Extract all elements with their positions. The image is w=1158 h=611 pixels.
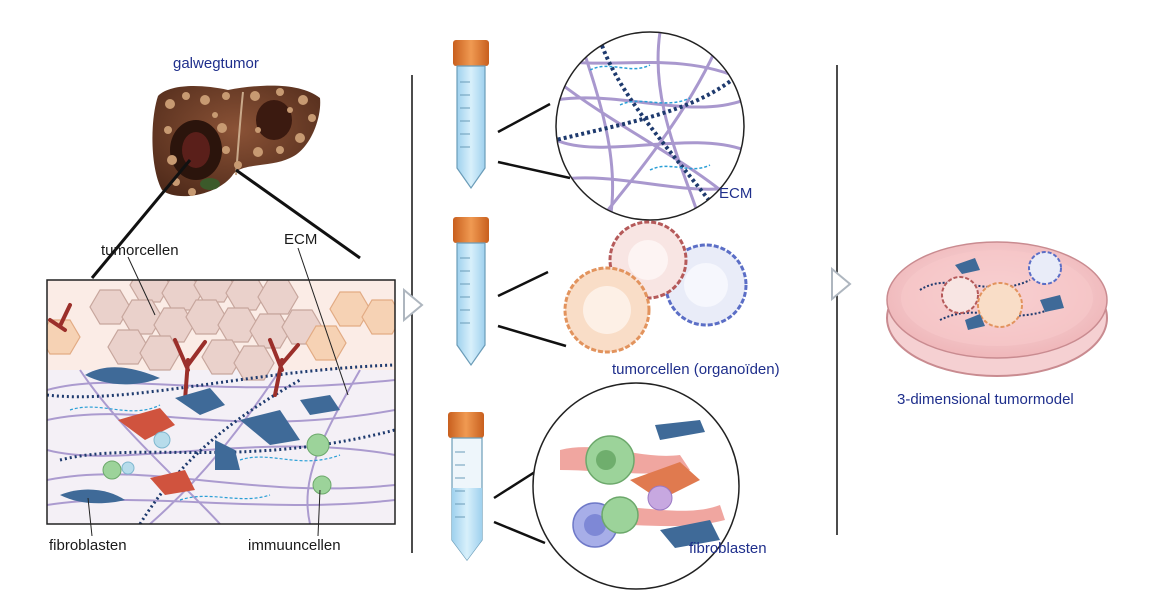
arrow-left-icon <box>404 290 422 320</box>
ecm-label-left: ECM <box>284 232 317 247</box>
petri-dish <box>887 242 1107 376</box>
fibroblasts-label-mid: fibroblasten <box>689 541 767 556</box>
arrow-right-icon <box>832 269 850 299</box>
organoid-orange <box>565 268 649 352</box>
ecm-zoom-circle <box>556 32 744 220</box>
tube-fibroblasts <box>448 412 484 560</box>
ecm-label-mid: ECM <box>719 186 752 201</box>
fibroblasts-label-left: fibroblasten <box>49 538 127 553</box>
tube-organoids <box>453 217 489 365</box>
tissue-section <box>40 268 402 524</box>
fibroblast-zoom-circle <box>533 383 739 589</box>
organoids-label: tumorcellen (organoïden) <box>612 362 780 377</box>
immune-cells-label: immuuncellen <box>248 538 341 553</box>
tube-ecm <box>453 40 489 188</box>
liver-illustration <box>152 86 320 197</box>
liver-title-label: galwegtumor <box>173 56 259 71</box>
tumor-model-label: 3-dimensional tumormodel <box>897 392 1074 407</box>
tumor-cells-label: tumorcellen <box>101 243 179 258</box>
organoids-group <box>565 222 746 352</box>
zoom-line-left <box>92 160 190 278</box>
